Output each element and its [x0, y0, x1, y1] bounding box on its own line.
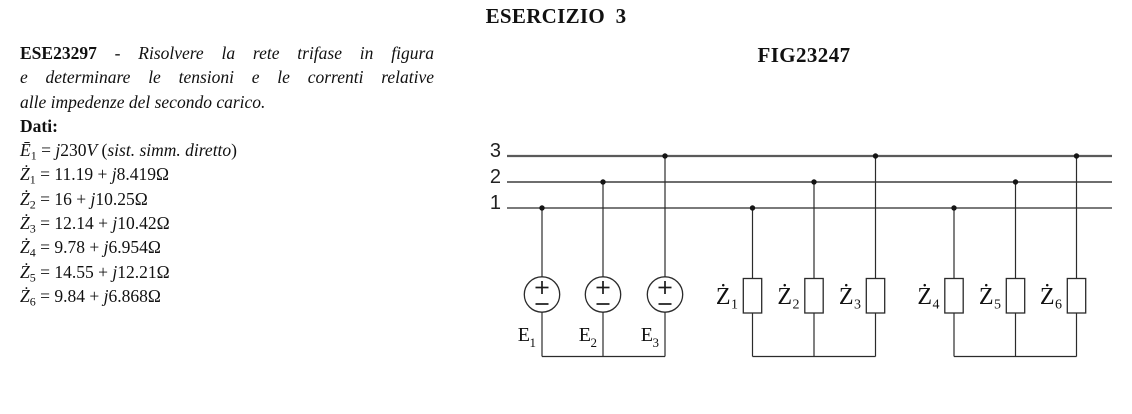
impedance-5: Ż 5 [979, 182, 1026, 357]
impedance-label: Ż [839, 284, 854, 310]
source-circle [523, 276, 561, 313]
equation-line: Ż4 = 9.78 + j6.954Ω [20, 237, 161, 260]
dati-label: Dati: [20, 115, 58, 136]
impedance-label: Ż [777, 284, 792, 310]
impedance-label: Ż [979, 284, 994, 310]
impedance-6: Ż 6 [1040, 156, 1087, 357]
source-label-sub: 1 [530, 335, 537, 350]
impedance-label-sub: 3 [854, 298, 861, 313]
impedance-label: Ż [1040, 284, 1055, 310]
exercise-code: ESE23297 [20, 43, 97, 63]
source-label: E [518, 324, 530, 346]
impedance-box [1005, 277, 1026, 314]
impedance-box [944, 277, 964, 314]
impedance-label: Ż [716, 284, 731, 310]
plus-icon [596, 281, 610, 294]
impedance-label-sub: 6 [1055, 298, 1062, 313]
source-label: E [579, 324, 591, 346]
junction-dot [1073, 153, 1080, 159]
voltage-source-3: E 3 [641, 156, 684, 357]
plus-icon [658, 281, 672, 294]
figure-label: FIG23247 [757, 43, 851, 67]
impedance-box [865, 277, 886, 314]
bus-label-1: 1 [490, 192, 501, 214]
source-circle [584, 276, 622, 313]
voltage-source-1: E 1 [518, 208, 561, 357]
impedance-label-sub: 2 [793, 298, 800, 313]
junction-dot [1012, 179, 1019, 185]
impedance-box [742, 277, 763, 314]
impedance-box [804, 277, 824, 314]
junction-dot [951, 205, 957, 211]
impedance-label: Ż [917, 284, 932, 310]
equation-line: Ē1 = j230V (sist. simm. diretto) [20, 140, 237, 163]
junction-dot [662, 153, 668, 159]
page-title: ESERCIZIO 3 [485, 4, 627, 28]
source-label-sub: 3 [653, 335, 660, 350]
source-label: E [641, 324, 653, 346]
bus-label-3: 3 [490, 140, 501, 162]
junction-dots [539, 153, 1080, 211]
equations-list: Ē1 = j230V (sist. simm. diretto)Ż1 = 11.… [20, 138, 434, 308]
impedance-label-sub: 5 [994, 298, 1001, 313]
impedance-label-sub: 1 [731, 298, 738, 313]
problem-text-1: Risolvere la rete trifase in figura [138, 43, 434, 63]
equation-line: Ż1 = 11.19 + j8.419Ω [20, 164, 169, 187]
code-separator: - [96, 43, 139, 63]
problem-line-1: ESE23297 - Risolvere la rete trifase in … [20, 41, 434, 65]
junction-dot [749, 205, 756, 211]
voltage-source-2: E 2 [579, 182, 622, 357]
junction-dot [600, 179, 606, 185]
impedance-1: Ż 1 [716, 208, 763, 357]
impedance-2: Ż 2 [777, 182, 824, 357]
junction-dot [872, 153, 879, 159]
bus-label-2: 2 [490, 166, 501, 188]
bus-lines: 3 2 1 [490, 140, 1112, 214]
impedance-label-sub: 4 [933, 298, 940, 313]
problem-line-2: e determinare le tensioni e le correnti … [20, 67, 434, 88]
problem-line-3: alle impedenze del secondo carico. [20, 91, 266, 112]
equation-line: Ż6 = 9.84 + j6.868Ω [20, 285, 161, 309]
junction-dot [811, 179, 817, 185]
impedance-4: Ż 4 [917, 208, 964, 357]
impedance-box [1066, 277, 1087, 314]
equation-line: Ż3 = 12.14 + j10.42Ω [20, 213, 170, 236]
equation-line: Ż5 = 14.55 + j12.21Ω [20, 261, 170, 285]
problem-statement: ESE23297 - Risolvere la rete trifase in … [20, 41, 434, 308]
source-label-sub: 2 [591, 335, 598, 350]
source-circle [646, 276, 684, 313]
junction-dot [539, 205, 545, 211]
equation-line: Ż2 = 16 + j10.25Ω [20, 188, 148, 212]
plus-icon [535, 281, 549, 294]
impedance-3: Ż 3 [839, 156, 886, 357]
